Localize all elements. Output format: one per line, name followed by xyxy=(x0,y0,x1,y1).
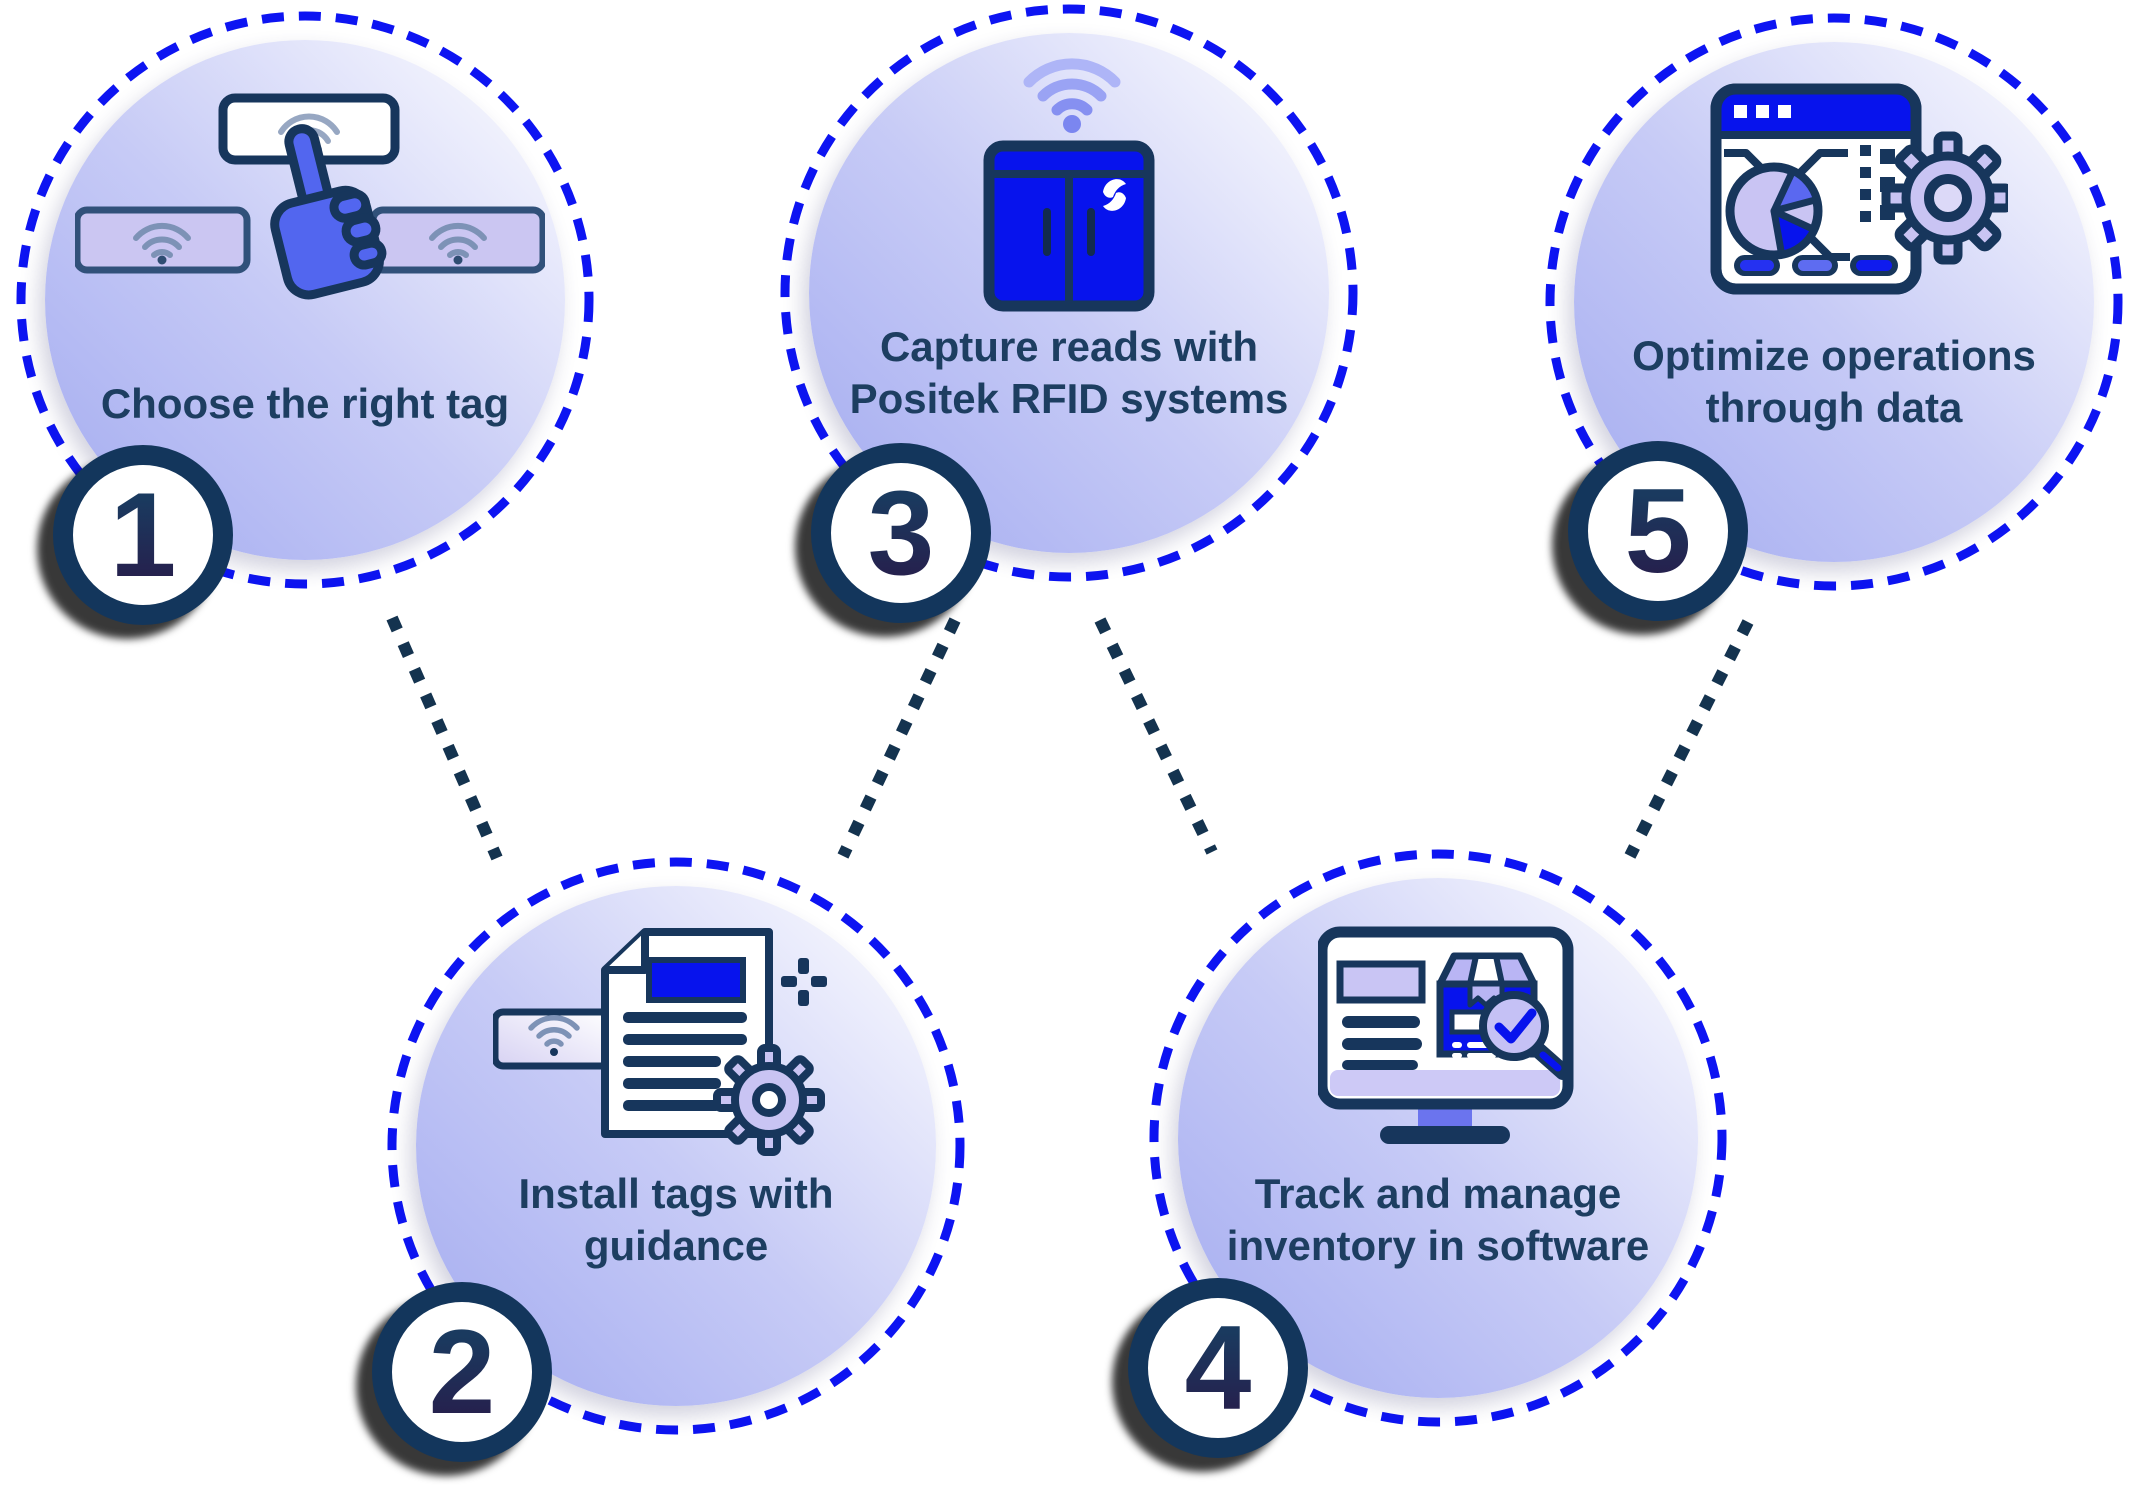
step-number-badge: 2 xyxy=(372,1282,552,1462)
step-number-badge: 4 xyxy=(1128,1278,1308,1458)
status-pills xyxy=(1734,255,1898,276)
step-number-badge: 1 xyxy=(53,445,233,625)
analytics-dashboard-gear-icon xyxy=(1710,83,2008,295)
window-buttons xyxy=(1734,105,1791,118)
dashed-ring xyxy=(1545,13,2123,591)
connector-line-3-2 xyxy=(837,617,961,859)
positek-logo xyxy=(1103,179,1126,211)
step-circle-1: Choose the right tag 1 xyxy=(15,10,595,625)
tag-install-document-gear-icon xyxy=(493,928,827,1156)
step-label: Install tags with guidance xyxy=(518,1170,834,1269)
inventory-software-monitor-icon xyxy=(1318,926,1574,1144)
step-circle-2: Install tags with guidance 2 xyxy=(372,856,966,1462)
rfid-tag xyxy=(75,206,251,274)
screen-text-bars xyxy=(1342,1016,1422,1070)
connector-line-3-4 xyxy=(1094,617,1218,855)
rfid-reader-cabinet-icon xyxy=(983,58,1155,312)
step-label: Optimize operations through data xyxy=(1632,332,2036,431)
dashed-ring xyxy=(16,11,594,589)
step-number-badge: 3 xyxy=(811,443,991,623)
step-label: Capture reads with Positek RFID systems xyxy=(849,323,1289,422)
step-circle-4: Track and manage inventory in software 4 xyxy=(1128,848,1728,1458)
magnifier-check-icon xyxy=(1479,991,1571,1080)
rfid-tag xyxy=(369,206,545,274)
sparkle-icon xyxy=(781,958,827,1006)
cabinet-icon xyxy=(983,140,1155,312)
gear-icon xyxy=(713,1044,825,1156)
connector-line-5-4 xyxy=(1624,619,1754,859)
step-number-badge: 5 xyxy=(1568,441,1748,621)
document-icon xyxy=(601,928,773,1138)
dashed-ring xyxy=(780,4,1358,582)
wifi-icon xyxy=(133,222,191,258)
wifi-icon xyxy=(1023,58,1121,116)
wifi-icon xyxy=(429,222,487,258)
step-label: Choose the right tag xyxy=(100,380,510,427)
dashed-ring xyxy=(1149,849,1727,1427)
step-circle-3: Capture reads with Positek RFID systems … xyxy=(779,3,1359,623)
step-label: Track and manage inventory in software xyxy=(1226,1170,1650,1269)
gear-icon xyxy=(1881,131,2008,265)
rfid-tag xyxy=(493,1008,617,1070)
screen-panel xyxy=(1336,960,1426,1004)
wifi-icon xyxy=(528,1015,580,1047)
rfid-tag-selection-icon xyxy=(75,93,545,300)
hand-cursor-icon xyxy=(270,124,387,300)
pie-chart-icon xyxy=(1725,162,1823,260)
dashed-ring xyxy=(387,857,965,1435)
connector-line-1-2 xyxy=(386,615,503,861)
step-circle-5: Optimize operations through data 5 xyxy=(1544,12,2124,621)
